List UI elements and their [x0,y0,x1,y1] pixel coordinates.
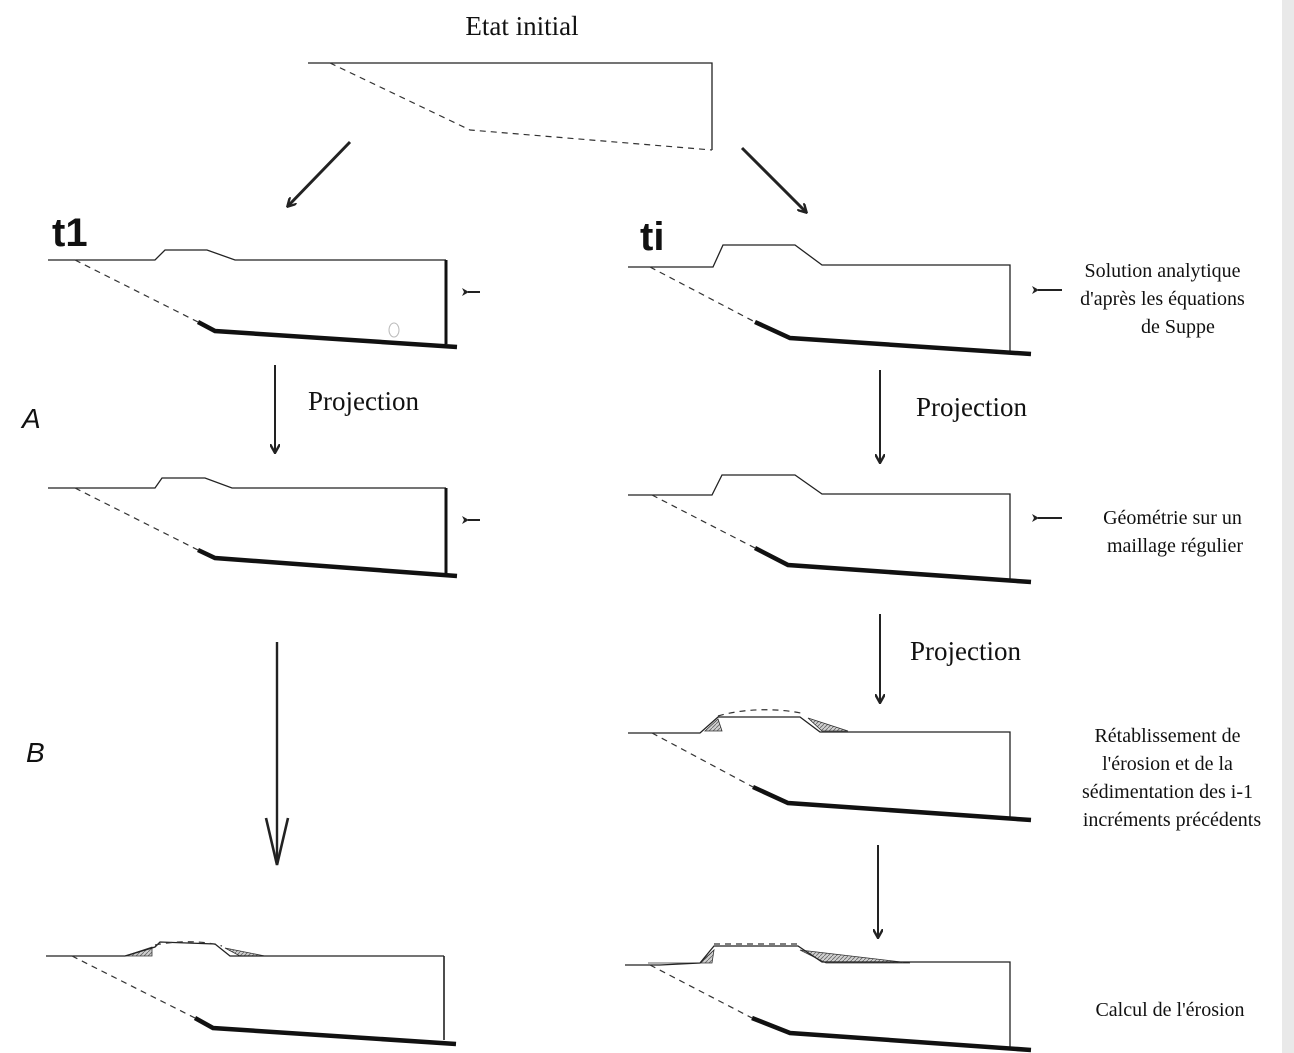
ti-step4-section [625,943,1032,1053]
annotation-restoration: Rétablissement de l'érosion et de la séd… [1082,725,1261,831]
ti-step3-section [628,709,1032,823]
ti-step1-section [628,244,1062,357]
page-edge [1282,0,1294,1053]
initial-state-diagram [308,62,713,151]
row-label-b: B [26,737,45,768]
projection-label-left-1: Projection [308,386,419,416]
annotation-regular-mesh: Géométrie sur un maillage régulier [1103,507,1247,557]
column-label-t1: t1 [52,211,88,255]
initial-state-title: Etat initial [465,11,578,41]
annotation-analytic-solution: Solution analytique d'après les équation… [1080,260,1250,338]
t1-step3-section [46,941,457,1047]
row-label-a: A [20,403,41,434]
annotation-erosion-calc: Calcul de l'érosion [1095,999,1244,1021]
arrow-to-ti [740,146,806,212]
arrow-to-t1 [288,140,352,206]
column-label-ti: ti [640,215,664,259]
ti-step2-section [628,474,1062,585]
t1-step1-section [48,249,480,350]
projection-label-right-1: Projection [916,392,1027,422]
projection-label-right-2: Projection [910,636,1021,666]
t1-step2-section [48,477,480,579]
long-arrow-left-head [264,817,290,866]
